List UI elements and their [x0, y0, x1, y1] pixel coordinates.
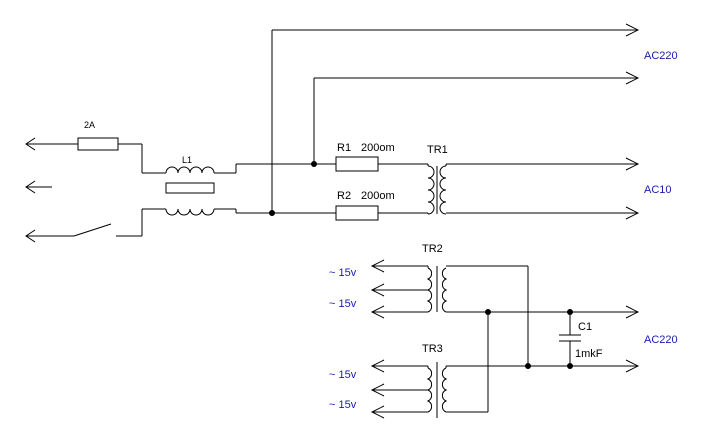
resistor-r2 — [335, 205, 379, 221]
fuse-label: 2A — [84, 120, 95, 130]
tr1-label: TR1 — [427, 144, 448, 156]
tr3-secondary-a: ~ 15v — [329, 369, 357, 381]
ac10-lines — [446, 157, 640, 220]
r1-label: R1 — [337, 142, 351, 154]
resistor-r1 — [335, 156, 379, 172]
r1-value: 200om — [361, 142, 395, 154]
r2-value: 200om — [361, 190, 395, 202]
transformer-tr1 — [427, 164, 447, 215]
tr2-secondary-b: ~ 15v — [329, 298, 357, 310]
junction-dot — [525, 363, 531, 369]
junction-dot — [485, 309, 491, 315]
output-label-ac220-top: AC220 — [644, 50, 678, 62]
ac220-top-line-2 — [313, 71, 640, 164]
output-label-ac10: AC10 — [644, 184, 672, 196]
ac220-bottom-lines — [446, 305, 640, 413]
transformer-tr2 — [370, 259, 529, 366]
fuse — [77, 137, 119, 151]
tr2-secondary-a: ~ 15v — [329, 267, 357, 279]
c1-label: C1 — [578, 321, 592, 333]
capacitor-c1 — [559, 312, 581, 366]
choke-label: L1 — [182, 155, 192, 165]
switch — [73, 208, 166, 237]
output-label-ac220-bottom: AC220 — [644, 334, 678, 346]
tr2-label: TR2 — [422, 243, 443, 255]
transformer-tr3 — [370, 359, 448, 419]
junction-dot — [269, 210, 275, 216]
tr3-secondary-b: ~ 15v — [329, 399, 357, 411]
choke-output-wires — [214, 163, 336, 214]
ac220-top-line-1 — [271, 23, 640, 213]
input-ground-arrow — [25, 180, 52, 194]
input-line-bottom — [25, 229, 74, 243]
input-line-top — [25, 137, 166, 174]
tr3-label: TR3 — [422, 343, 443, 355]
c1-value: 1mkF — [575, 348, 603, 360]
choke-l1 — [165, 166, 215, 216]
junction-dot — [311, 161, 317, 167]
r2-label: R2 — [337, 190, 351, 202]
